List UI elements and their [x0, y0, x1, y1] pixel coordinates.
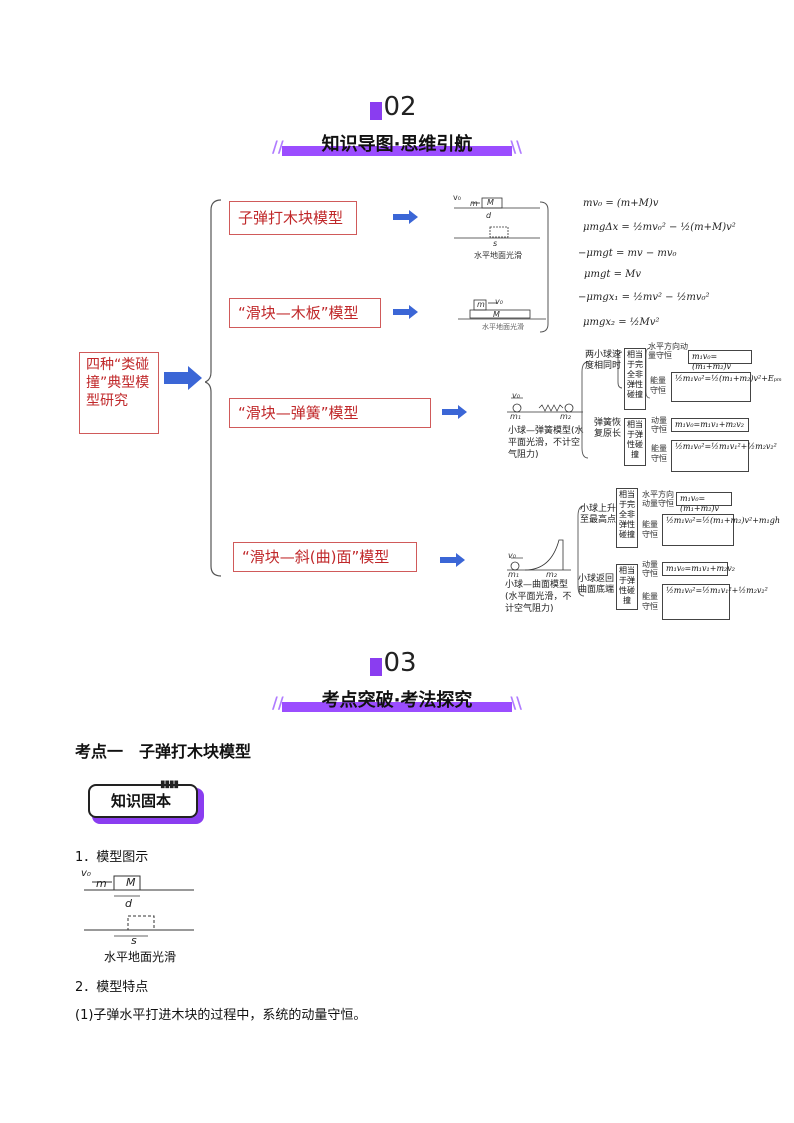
- curve-case1-label: 小球上升至最高点: [580, 504, 617, 525]
- curve-fig-m1: m₁: [508, 570, 519, 579]
- equation-bracket: [540, 201, 549, 333]
- curve-case1-energy-label: 能量守恒: [642, 520, 658, 539]
- curve-case2-momentum-eq: m₁v₀=m₁v₁+m₂v₂: [662, 562, 735, 576]
- section-02-banner: // 知识导图·思维引航 \\: [272, 130, 522, 156]
- equation-3: −μmgt = mv − mv₀: [578, 248, 677, 259]
- curve-case2-energy-eq: ½m₁v₀²=½m₁v₁²+½m₂v₂²: [662, 584, 768, 620]
- curve-case1-momentum-eq: m₁v₀=(m₁+m₂)v: [676, 492, 732, 513]
- bullet-fig-s: s: [493, 239, 498, 248]
- arrow-bullet: [393, 210, 418, 224]
- section-02-title: 知识导图·思维引航: [321, 134, 473, 155]
- board-fig-v0: v₀: [495, 297, 503, 306]
- spring-case1-label: 两小球速度相同时: [585, 350, 622, 371]
- branch-block-board: “滑块—木板”模型: [229, 298, 381, 328]
- banner-right-slashes: \\: [510, 693, 522, 712]
- spring-tree-lines: [581, 348, 651, 459]
- equation-6: μmgx₂ = ½Mv²: [583, 317, 660, 328]
- branch-block-spring: “滑块—弹簧”模型: [229, 398, 431, 428]
- arrow-slope: [440, 553, 465, 567]
- board-figure-small: [458, 299, 546, 320]
- item-2-1: (1)子弹水平打进木块的过程中，系统的动量守恒。: [75, 1008, 367, 1023]
- section-02-number: 02: [370, 92, 430, 122]
- spring-fig-m2: m₂: [560, 412, 571, 421]
- fig-s: s: [131, 934, 137, 947]
- branch-bracket: [205, 199, 222, 577]
- badge-text: 知识固本: [110, 792, 171, 810]
- spring-case2-momentum-label: 动量守恒: [651, 416, 667, 434]
- curve-figure: [507, 539, 571, 571]
- bullet-figure-small: [454, 197, 540, 239]
- fig-v0: v₀: [81, 868, 91, 879]
- curve-case2-type: 相当于弹性碰撞: [616, 564, 638, 610]
- equation-5: −μmgx₁ = ½mv² − ½mv₀²: [578, 292, 710, 303]
- board-fig-M: M: [493, 310, 500, 319]
- fig-caption: 水平地面光滑: [104, 950, 177, 964]
- banner-left-slashes: //: [272, 693, 284, 712]
- badge-binder-rings: ▮▮▮▮: [160, 779, 179, 790]
- section-03-title: 考点突破·考法探究: [321, 690, 473, 711]
- branch-block-slope: “滑块—斜(曲)面”模型: [233, 542, 417, 572]
- spring-case1-momentum-label: 水平方向动量守恒: [648, 342, 688, 360]
- spring-fig-m1: m₁: [510, 412, 521, 421]
- item-2: 2．模型特点: [75, 980, 149, 995]
- section-03-number: 03: [370, 648, 430, 678]
- root-arrow: [164, 366, 202, 390]
- spring-case2-type: 相当于弹性碰撞: [624, 418, 646, 466]
- curve-case1-momentum-label: 水平方向动量守恒: [642, 490, 674, 508]
- bullet-fig-caption: 水平地面光滑: [474, 251, 522, 260]
- banner-underline: [282, 702, 512, 712]
- section-marker: [370, 102, 382, 120]
- curve-case2-momentum-label: 动量守恒: [642, 560, 658, 578]
- spring-caption: 小球—弹簧模型(水平面光滑，不计空气阻力): [508, 426, 584, 460]
- curve-fig-m2: m₂: [546, 570, 557, 579]
- spring-case2-momentum-eq: m₁v₀=m₁v₁+m₂v₂: [671, 418, 749, 432]
- banner-left-slashes: //: [272, 137, 284, 156]
- mindmap-root: 四种“类碰撞”典型模型研究: [79, 352, 159, 434]
- item-1: 1．模型图示: [75, 850, 149, 865]
- banner-underline: [282, 146, 512, 156]
- curve-caption: 小球—曲面模型(水平面光滑，不计空气阻力): [505, 580, 572, 614]
- bullet-figure-large: [84, 875, 194, 937]
- curve-case1-type: 相当于完全非弹性碰撞: [616, 488, 638, 548]
- bullet-fig-v0: v₀: [453, 193, 461, 202]
- badge-face: [88, 784, 198, 818]
- spring-fig-v0: v₀: [512, 391, 520, 400]
- fig-m: m: [96, 877, 107, 890]
- spring-figure: [507, 397, 583, 413]
- spring-case2-energy-label: 能量守恒: [651, 444, 667, 463]
- curve-case2-label: 小球返回曲面底端: [578, 574, 615, 595]
- spring-case1-momentum-eq: m₁v₀=(m₁+m₂)v: [688, 350, 752, 371]
- curve-case2-energy-label: 能量守恒: [642, 592, 658, 611]
- bullet-fig-m: m: [470, 199, 478, 208]
- branch-bullet-block: 子弹打木块模型: [229, 201, 357, 235]
- equation-4: μmgt = Mv: [584, 269, 642, 280]
- equation-2: μmgΔx = ½mv₀² − ½(m+M)v²: [583, 222, 736, 233]
- knowledge-badge: 知识固本 ▮▮▮▮: [88, 779, 204, 824]
- board-fig-m: m: [477, 300, 485, 309]
- section-marker: [370, 658, 382, 676]
- curve-case1-energy-eq: ½m₁v₀²=½(m₁+m₂)v²+m₁gh: [662, 514, 780, 546]
- curve-tree-lines: [577, 505, 585, 597]
- spring-case1-energy-eq: ½m₁v₀²=½(m₁+m₂)v²+Eₚₘ: [671, 372, 782, 402]
- bullet-fig-M: M: [487, 198, 494, 207]
- banner-right-slashes: \\: [510, 137, 522, 156]
- spring-case2-label: 弹簧恢复原长: [594, 418, 622, 439]
- arrow-spring: [442, 405, 467, 419]
- equation-1: mv₀ = (m+M)v: [583, 198, 659, 209]
- curve-fig-v0: v₀: [508, 551, 516, 560]
- section-03-banner: // 考点突破·考法探究 \\: [272, 686, 522, 712]
- fig-M: M: [126, 876, 136, 889]
- board-fig-caption: 水平地面光滑: [482, 323, 524, 331]
- bullet-fig-d: d: [486, 211, 492, 220]
- spring-case1-energy-label: 能量守恒: [650, 376, 666, 395]
- spring-case1-type: 相当于完全非弹性碰撞: [624, 348, 646, 410]
- kaodian-heading: 考点一 子弹打木块模型: [75, 742, 252, 761]
- fig-d: d: [125, 897, 132, 910]
- spring-case2-energy-eq: ½m₁v₀²=½m₁v₁²+½m₂v₂²: [671, 440, 777, 472]
- arrow-board: [393, 305, 418, 319]
